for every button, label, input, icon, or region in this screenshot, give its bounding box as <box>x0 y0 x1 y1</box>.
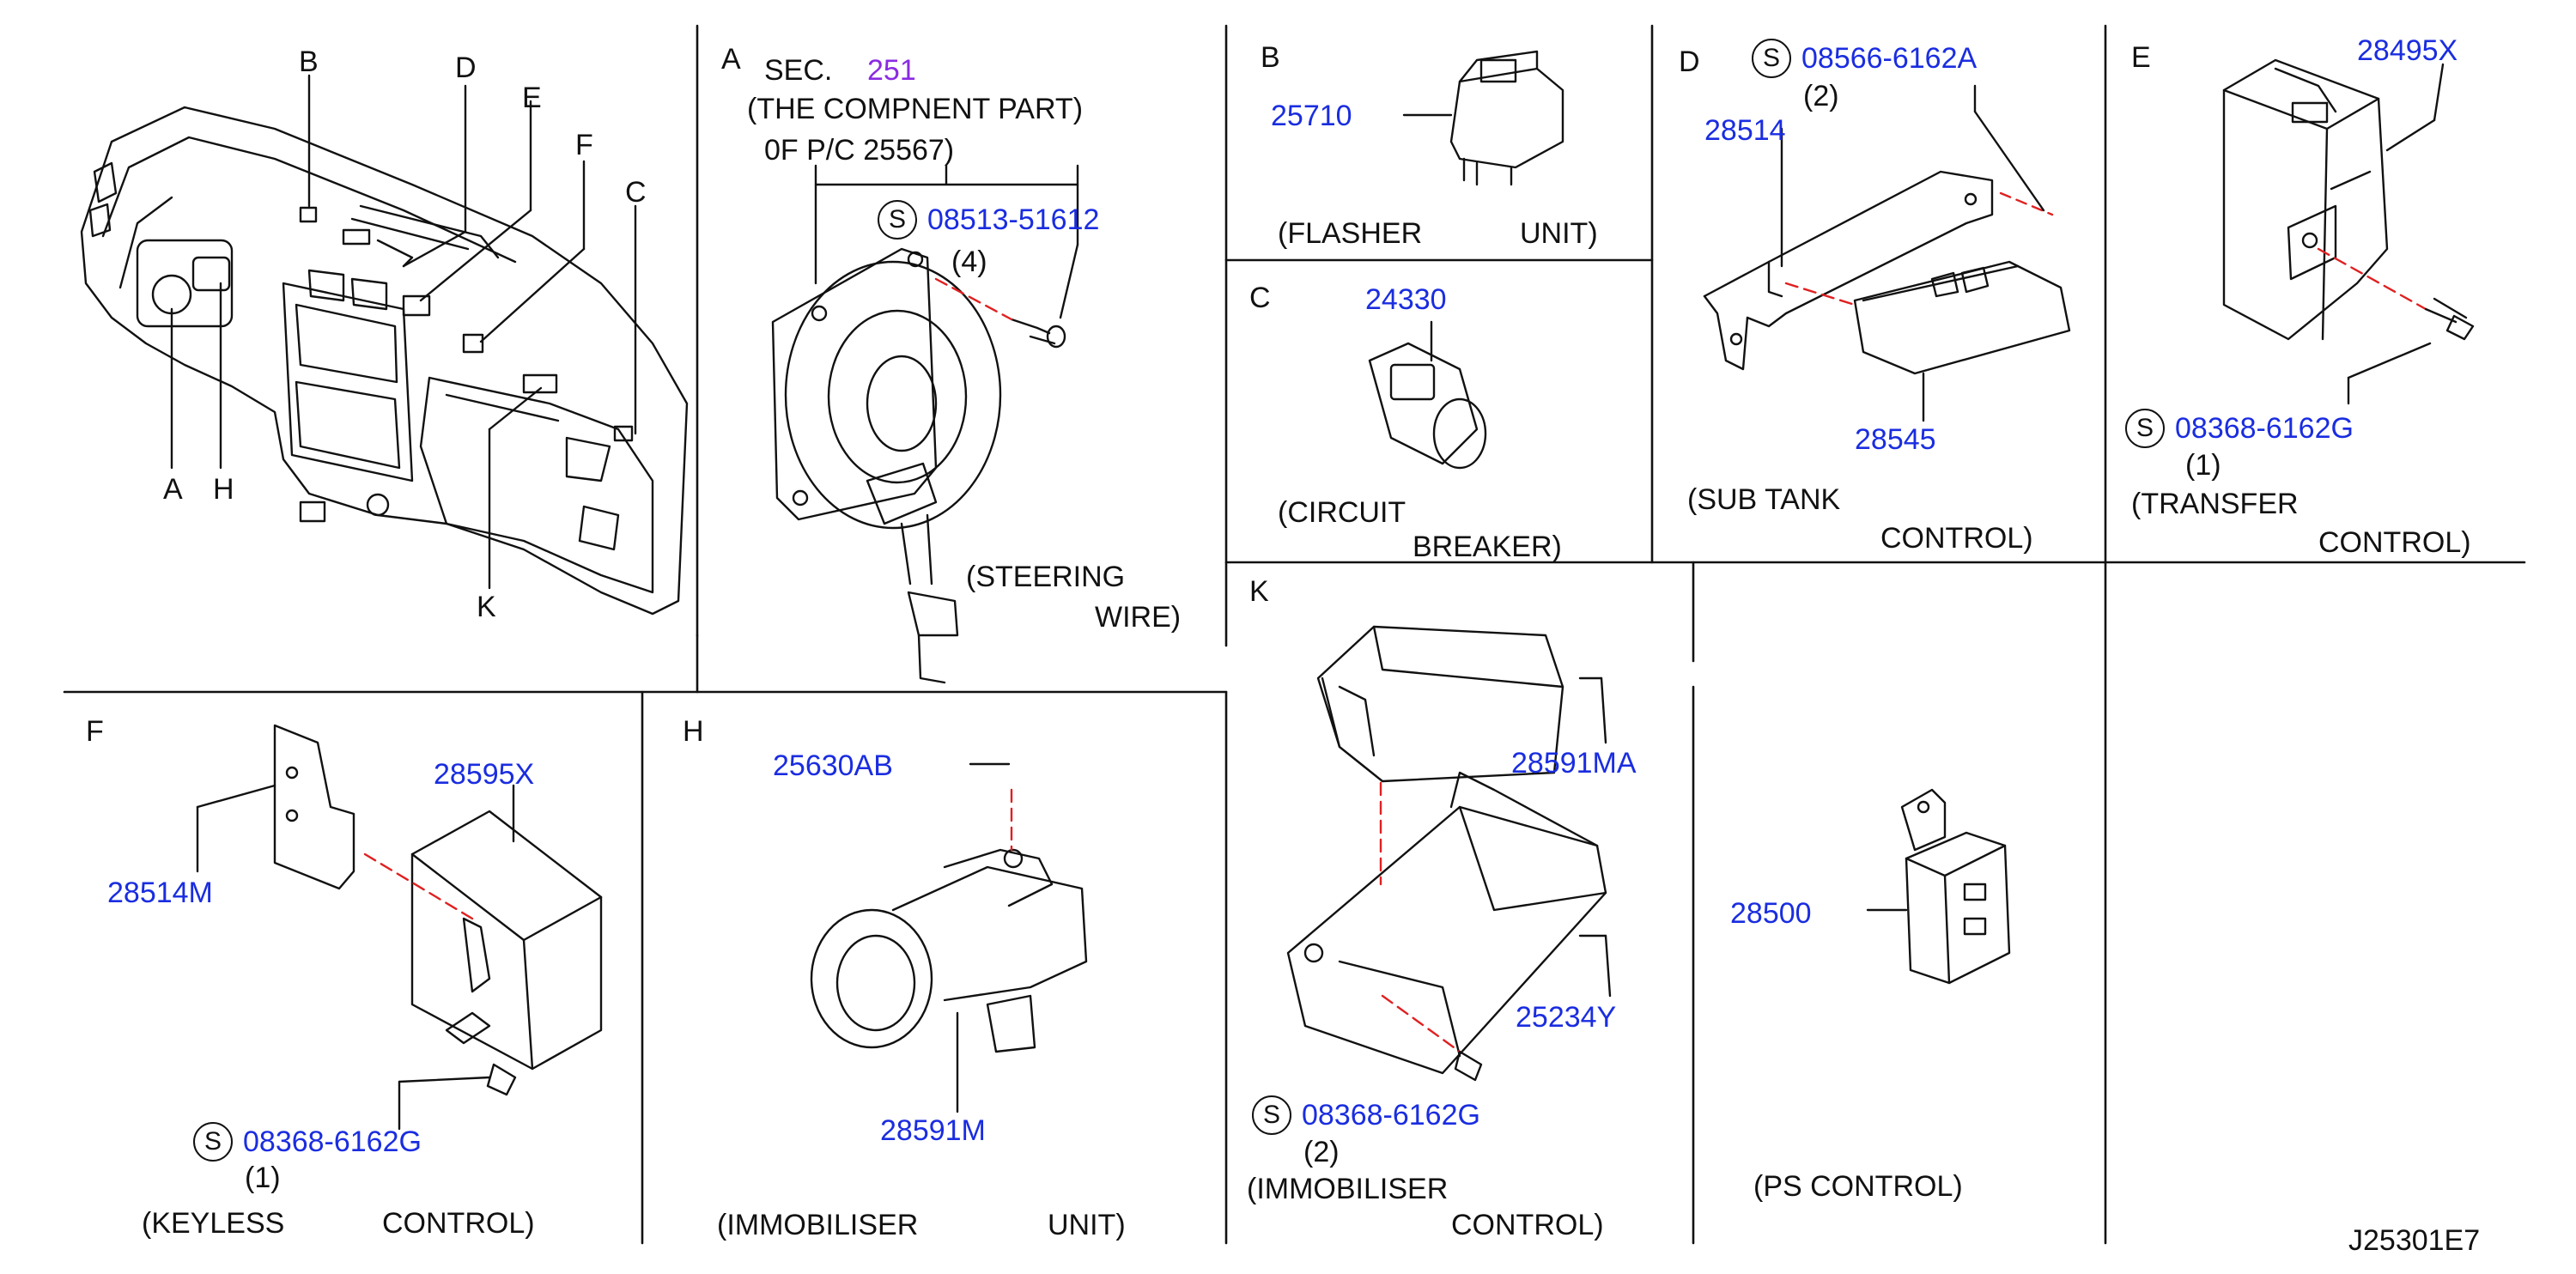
panel-f-unit-part: 28595X <box>434 758 535 791</box>
panel-k-screw-callout: S 08368-6162G <box>1252 1095 1480 1135</box>
panel-k-screw-part: 08368-6162G <box>1302 1099 1480 1131</box>
panel-f-screw-part: 08368-6162G <box>243 1125 422 1158</box>
panel-k-caption-line1: (IMMOBILISER <box>1247 1173 1449 1205</box>
overview-label-c: C <box>625 176 647 209</box>
panel-c-caption-line2: BREAKER) <box>1413 531 1562 563</box>
panel-d-screw-callout: S 08566-6162A <box>1752 39 1977 78</box>
overview-label-f: F <box>575 129 593 161</box>
panel-d-screw-qty: (2) <box>1803 80 1839 112</box>
transfer-control-drawing <box>2222 58 2475 405</box>
panel-e-screw-callout: S 08368-6162G <box>2125 409 2354 448</box>
panel-f-bracket-part: 28514M <box>107 877 213 909</box>
overview-label-b: B <box>299 46 319 78</box>
panel-d-screw-part: 08566-6162A <box>1801 42 1978 75</box>
panel-a-caption-line2: WIRE) <box>1095 601 1182 634</box>
panel-c-part: 24330 <box>1365 283 1447 316</box>
panel-k-unit-part: 28591MA <box>1511 747 1637 780</box>
panel-e-screw-qty: (1) <box>2185 449 2221 482</box>
screw-symbol: S <box>193 1122 233 1162</box>
drawing-code: J25301E7 <box>2348 1224 2481 1257</box>
panel-e-caption-line2: CONTROL) <box>2318 526 2471 559</box>
panel-a-note-line2: 0F P/C 25567) <box>764 134 955 167</box>
panel-b-letter: B <box>1261 41 1280 74</box>
flasher-unit-drawing <box>1402 50 1564 186</box>
panel-h-ring-part: 25630AB <box>773 749 893 782</box>
overview-label-h: H <box>213 473 234 506</box>
panel-e-unit-part: 28495X <box>2357 34 2458 67</box>
panel-k-screw-qty: (2) <box>1303 1136 1340 1168</box>
circuit-breaker-drawing <box>1368 320 1487 470</box>
panel-a-caption-line1: (STEERING <box>966 561 1126 593</box>
ps-control-drawing <box>1866 788 2011 985</box>
panel-a-screw-qty: (4) <box>951 246 987 278</box>
overview-label-e: E <box>522 82 542 114</box>
panel-ps-part: 28500 <box>1730 897 1812 930</box>
overview-label-k: K <box>477 591 496 623</box>
panel-d-caption-line1: (SUB TANK <box>1687 483 1841 516</box>
instrument-panel-overview <box>80 74 689 616</box>
panel-c-letter: C <box>1249 282 1271 314</box>
panel-h-letter: H <box>683 715 704 748</box>
panel-f-caption-word1: (KEYLESS <box>142 1207 285 1240</box>
panel-a-sec-prefix: SEC. <box>764 54 833 87</box>
screw-symbol: S <box>878 200 917 240</box>
panel-b-caption-word2: UNIT) <box>1520 217 1598 250</box>
panel-h-caption-word2: UNIT) <box>1048 1209 1126 1241</box>
screw-symbol: S <box>1752 39 1791 78</box>
panel-e-screw-part: 08368-6162G <box>2175 412 2354 445</box>
keyless-control-drawing <box>196 724 603 1131</box>
panel-b-caption-word1: (FLASHER <box>1278 217 1423 250</box>
panel-d-caption-line2: CONTROL) <box>1880 522 2033 555</box>
panel-d-bracket-part: 28514 <box>1704 114 1786 147</box>
panel-a-screw-part: 08513-51612 <box>927 203 1100 236</box>
sub-tank-control-drawing <box>1703 84 2071 422</box>
immobiliser-control-drawing <box>1286 625 1612 1082</box>
panel-a-note-line1: (THE COMPNENT PART) <box>747 93 1084 125</box>
panel-k-letter: K <box>1249 575 1269 608</box>
screw-symbol: S <box>2125 409 2165 448</box>
panel-d-unit-part: 28545 <box>1855 423 1936 456</box>
panel-h-unit-part: 28591M <box>880 1114 986 1147</box>
panel-e-caption-line1: (TRANSFER <box>2131 488 2299 520</box>
panel-d-letter: D <box>1679 46 1700 78</box>
panel-e-letter: E <box>2131 41 2151 74</box>
overview-label-a: A <box>163 473 183 506</box>
panel-a-letter: A <box>721 43 741 76</box>
screw-symbol: S <box>1252 1095 1291 1135</box>
panel-f-screw-callout: S 08368-6162G <box>193 1122 422 1162</box>
panel-ps-caption: (PS CONTROL) <box>1753 1170 1963 1203</box>
panel-h-caption-word1: (IMMOBILISER <box>717 1209 919 1241</box>
panel-f-screw-qty: (1) <box>245 1162 281 1194</box>
panel-dividers <box>63 24 2526 1245</box>
panel-k-bracket-part: 25234Y <box>1516 1001 1617 1034</box>
overview-label-d: D <box>455 52 477 84</box>
panel-c-caption-line1: (CIRCUIT <box>1278 496 1406 529</box>
panel-f-letter: F <box>86 715 104 748</box>
panel-f-caption-word2: CONTROL) <box>382 1207 535 1240</box>
panel-b-part: 25710 <box>1271 100 1352 132</box>
immobiliser-unit-drawing <box>810 762 1088 1113</box>
panel-a-sec-number: 251 <box>867 54 916 87</box>
spiral-cable-drawing <box>771 164 1079 684</box>
panel-k-caption-line2: CONTROL) <box>1451 1209 1604 1241</box>
panel-a-screw-callout: S 08513-51612 <box>878 200 1099 240</box>
